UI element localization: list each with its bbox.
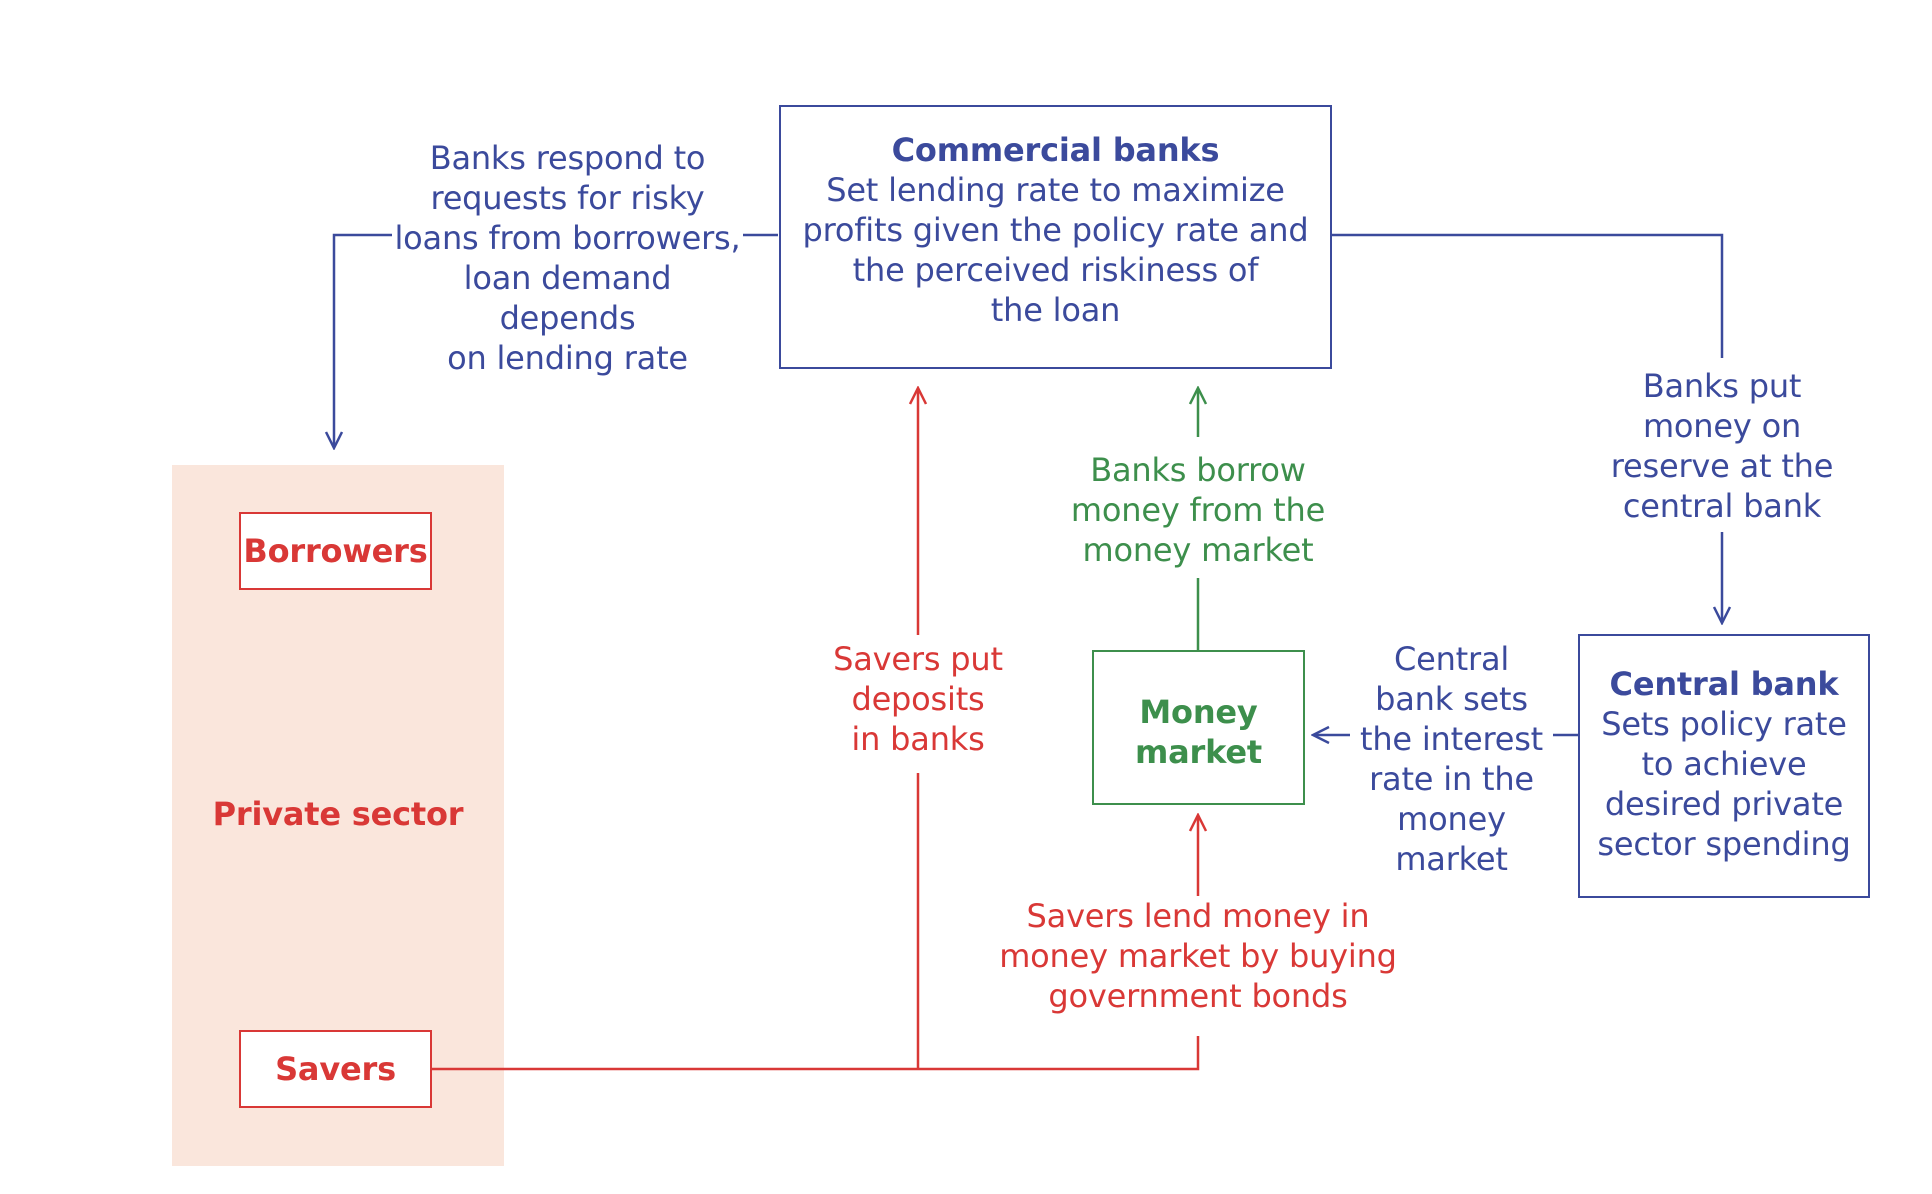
edge-label-line: government bonds bbox=[1048, 977, 1348, 1015]
commercial-banks-desc-line: Set lending rate to maximize bbox=[826, 171, 1285, 209]
edge-label-line: Banks respond to bbox=[429, 139, 706, 177]
edge-label-line: the interest bbox=[1359, 720, 1544, 758]
central-bank-desc-line: to achieve bbox=[1641, 745, 1807, 783]
commercial-banks-text: Commercial banks Set lending rate to max… bbox=[779, 130, 1332, 330]
edge-label-line: Banks borrow bbox=[1090, 451, 1306, 489]
commercial-banks-node bbox=[779, 105, 1332, 369]
edge-label-line: deposits bbox=[851, 680, 985, 718]
private-sector-label: Private sector bbox=[212, 795, 464, 833]
edge-label-line: Central bbox=[1393, 640, 1510, 678]
edge-label-line: in banks bbox=[851, 720, 985, 758]
central-bank-text: Central bank Sets policy rate to achieve… bbox=[1578, 664, 1870, 864]
label-banks-to-borrowers: Banks respond to requests for risky loan… bbox=[392, 138, 743, 378]
edge-label-line: money from the bbox=[1070, 491, 1326, 529]
edge-label-line: bank sets bbox=[1375, 680, 1528, 718]
edge-label-line: money market bbox=[1082, 531, 1314, 569]
commercial-banks-title: Commercial banks bbox=[891, 131, 1220, 169]
label-banks-to-central-bank: Banks put money on reserve at the centra… bbox=[1597, 366, 1847, 526]
central-bank-title: Central bank bbox=[1609, 665, 1839, 703]
edge-label-line: market bbox=[1395, 840, 1508, 878]
borrowers-node bbox=[239, 512, 432, 590]
edge-label-line: central bank bbox=[1622, 487, 1822, 525]
commercial-banks-desc-line: the loan bbox=[990, 291, 1121, 329]
label-savers-to-banks: Savers put deposits in banks bbox=[808, 639, 1028, 759]
edge-label-line: loans from borrowers, bbox=[394, 219, 741, 257]
central-bank-desc-line: Sets policy rate bbox=[1601, 705, 1847, 743]
central-bank-desc-line: desired private bbox=[1604, 785, 1844, 823]
edge-label-line: money on bbox=[1642, 407, 1802, 445]
central-bank-desc-line: sector spending bbox=[1597, 825, 1851, 863]
money-market-text: Money market bbox=[1092, 692, 1305, 772]
borrowers-label: Borrowers bbox=[243, 532, 428, 570]
central-bank-node bbox=[1578, 634, 1870, 898]
money-market-node bbox=[1092, 650, 1305, 805]
savers-node bbox=[239, 1030, 432, 1108]
label-central-bank-to-money-market: Central bank sets the interest rate in t… bbox=[1345, 639, 1558, 879]
money-market-label-line: market bbox=[1135, 733, 1262, 771]
edge-label-line: loan demand depends bbox=[463, 259, 672, 337]
edge-label-line: on lending rate bbox=[447, 339, 688, 377]
arrow-banks-to-central-bank bbox=[1332, 233, 1724, 358]
commercial-banks-desc-line: profits given the policy rate and bbox=[802, 211, 1309, 249]
edge-label-line: Savers put bbox=[833, 640, 1003, 678]
edge-label-line: reserve at the bbox=[1610, 447, 1834, 485]
savers-label: Savers bbox=[275, 1050, 396, 1088]
label-money-market-to-banks: Banks borrow money from the money market bbox=[1048, 450, 1348, 570]
edge-label-line: rate in the bbox=[1369, 760, 1534, 798]
edge-label-line: requests for risky bbox=[430, 179, 705, 217]
edge-label-line: money bbox=[1397, 800, 1506, 838]
edge-label-line: Savers lend money in bbox=[1026, 897, 1370, 935]
edge-label-line: Banks put bbox=[1642, 367, 1802, 405]
label-savers-to-money-market: Savers lend money in money market by buy… bbox=[993, 896, 1403, 1016]
arrow-banks-to-borrowers-head bbox=[334, 233, 392, 448]
money-market-label-line: Money bbox=[1139, 693, 1258, 731]
commercial-banks-desc-line: the perceived riskiness of bbox=[852, 251, 1259, 289]
arrow-savers-connector bbox=[432, 1036, 1200, 1071]
edge-label-line: money market by buying bbox=[999, 937, 1397, 975]
